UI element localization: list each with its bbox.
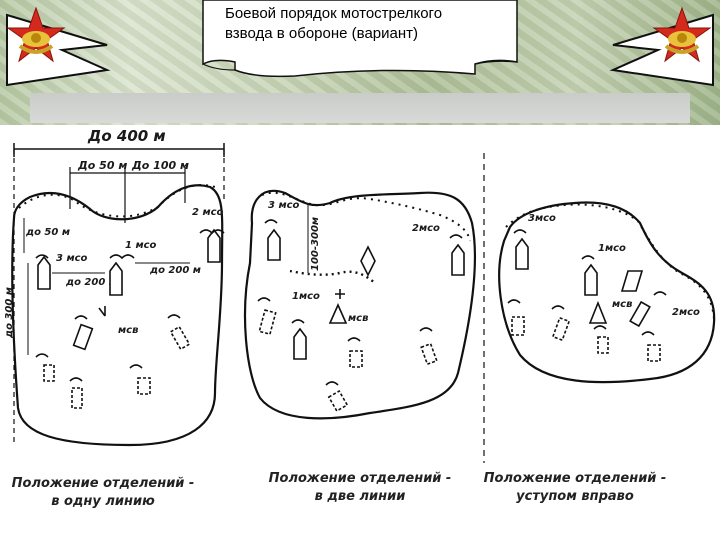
title-line-2: взвода в обороне (вариант) [225,24,515,44]
panel1-squad1-label: 1 мсо [125,240,157,251]
panel-two-lines: 3 мсо 2мсо 100-300м 1мсо мсв [245,191,475,418]
panel3-caption-line1: Положение отделений - [480,470,670,488]
panel2-vehicle-label: мсв [348,313,368,324]
panel2-caption-line1: Положение отделений - [265,470,455,488]
panel1-outline [12,185,222,445]
panel2-squad1-label: 1мсо [292,291,320,302]
panel2-caption: Положение отделений - в две линии [265,470,455,506]
panel1-depth-vertical: до 300 м [4,287,15,339]
panel1-label-100: До 100 м [131,159,189,172]
panel1-gap2-label: до 200 м [149,265,201,276]
panel1-depth-left: до 50 м [25,227,70,238]
panel-echelon-right: 3мсо 1мсо 2мсо мсв [499,203,714,383]
panel2-squad2-label: 2мсо [412,223,440,234]
page-title: Боевой порядок мотострелкого взвода в об… [225,4,515,44]
panel3-squad3-label: 3мсо [528,213,556,224]
panel3-outline [499,203,714,383]
title-line-1: Боевой порядок мотострелкого [225,4,515,24]
panel3-caption-line2: уступом вправо [480,488,670,506]
panel1-caption-line1: Положение отделений - [8,475,198,493]
panel1-squad3-label: 3 мсо [56,253,88,264]
panel2-outline [245,191,475,418]
panel3-squad1-label: 1мсо [598,243,626,254]
panel3-squad2-label: 2мсо [672,307,700,318]
panel-one-line: До 400 м До 50 м До 100 м до 50 м до 300… [4,127,224,445]
panel1-vehicle-label: мсв [118,325,138,336]
panel1-caption: Положение отделений - в одну линию [8,475,198,511]
header-band [30,93,690,123]
panel1-caption-line2: в одну линию [8,493,198,511]
panel1-label-50: До 50 м [77,159,127,172]
panel2-depth-label: 100-300м [310,217,321,271]
panel1-squad2-label: 2 мсо [192,207,224,218]
panel1-gap1-label: до 200 м [65,277,117,288]
panel2-caption-line2: в две линии [265,488,455,506]
panel2-squad3-label: 3 мсо [268,200,300,211]
panel3-vehicle-label: мсв [612,299,632,310]
right-star-emblem-icon [652,6,712,66]
panel3-caption: Положение отделений - уступом вправо [480,470,670,506]
left-star-emblem-icon [6,6,66,66]
panel1-width-label: До 400 м [87,127,166,145]
